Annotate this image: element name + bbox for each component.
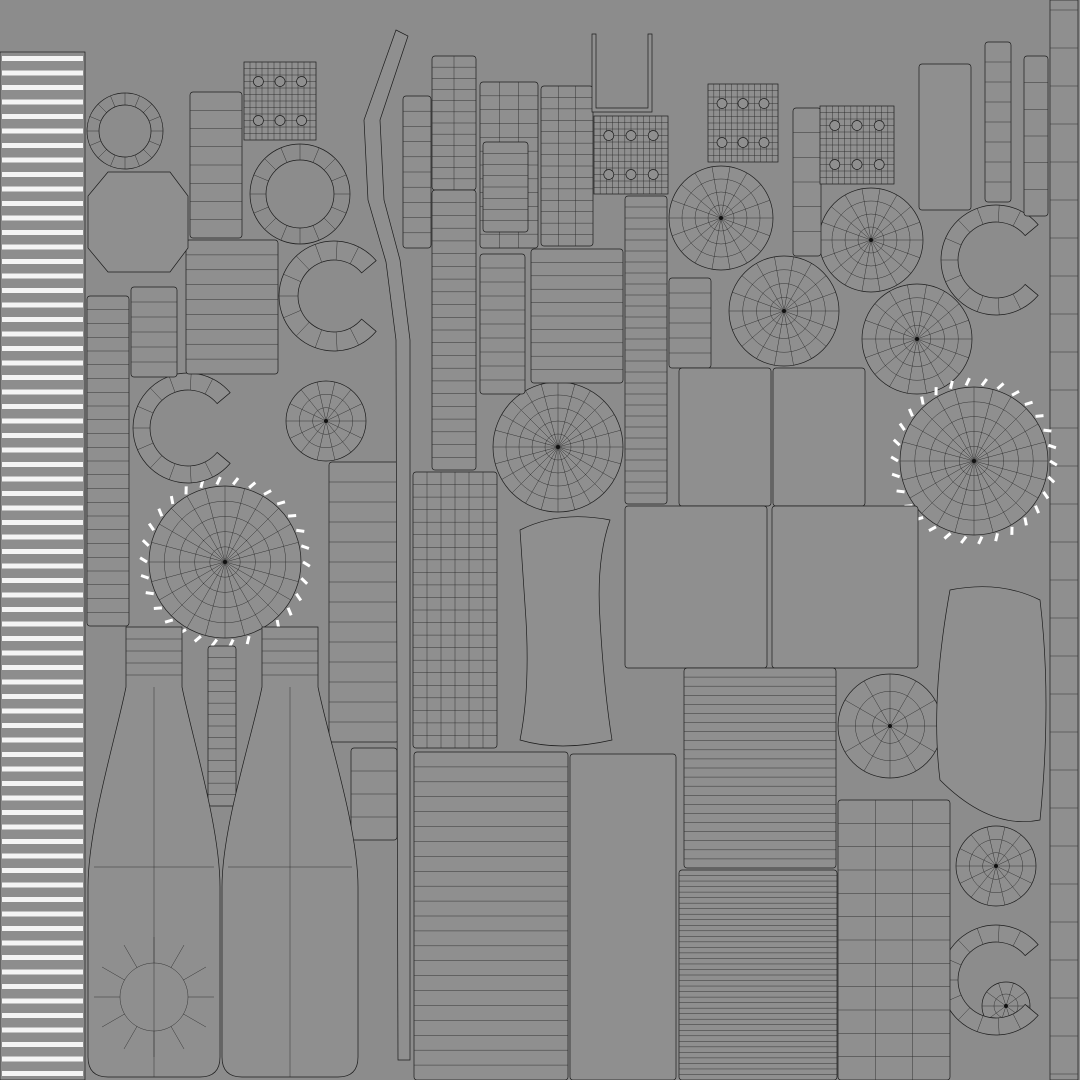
ring-1 bbox=[86, 92, 164, 170]
right-thin-column bbox=[1049, 0, 1079, 1080]
panel-6 bbox=[431, 55, 477, 191]
panel-8 bbox=[482, 141, 529, 233]
c-shape-2 bbox=[132, 372, 231, 484]
c-shape-1 bbox=[278, 240, 377, 352]
panel-4 bbox=[86, 295, 130, 627]
panel-30 bbox=[792, 107, 822, 257]
bottle-2 bbox=[221, 626, 359, 1078]
panel-15 bbox=[678, 367, 772, 507]
rectangular-panel-islands bbox=[86, 41, 1049, 1080]
dense-grid-panel-1 bbox=[243, 61, 317, 141]
panel-13 bbox=[624, 195, 668, 505]
radial-disc-4 bbox=[818, 187, 924, 293]
dense-grid-panel-2 bbox=[593, 115, 669, 195]
foot-island bbox=[936, 586, 1047, 823]
panel-25 bbox=[837, 799, 951, 1080]
radial-disc-6 bbox=[861, 283, 973, 395]
panel-14 bbox=[668, 277, 712, 369]
c-shape-islands bbox=[132, 204, 1039, 1036]
curved-strip-island bbox=[363, 29, 411, 1061]
panel-20 bbox=[412, 471, 498, 749]
radial-disc-3 bbox=[668, 165, 774, 271]
panel-19 bbox=[328, 461, 400, 743]
panel-27 bbox=[984, 41, 1012, 203]
dense-grid-panel-4 bbox=[819, 105, 895, 185]
panel-1 bbox=[189, 91, 243, 239]
radial-disc-5 bbox=[728, 255, 840, 367]
panel-11 bbox=[479, 253, 526, 395]
panel-26 bbox=[918, 63, 972, 211]
panel-28 bbox=[1023, 55, 1049, 217]
panel-22 bbox=[569, 753, 677, 1080]
radial-disc-7 bbox=[890, 377, 1058, 545]
ring-islands bbox=[86, 92, 351, 245]
radial-disc-8 bbox=[285, 380, 367, 462]
panel-29 bbox=[350, 747, 398, 841]
panel-17 bbox=[624, 505, 768, 669]
octagon-island bbox=[87, 171, 189, 273]
panel-10 bbox=[530, 248, 624, 384]
hook-island bbox=[591, 33, 653, 113]
panel-16 bbox=[772, 367, 866, 507]
panel-5 bbox=[402, 95, 432, 249]
radial-disc-2 bbox=[492, 381, 624, 513]
radial-disc-9 bbox=[837, 673, 943, 779]
panel-3 bbox=[130, 286, 178, 378]
panel-2 bbox=[185, 239, 279, 375]
panel-12 bbox=[431, 189, 477, 471]
ring-2 bbox=[249, 143, 351, 245]
hourglass-island bbox=[519, 516, 613, 747]
bottle-islands bbox=[87, 626, 359, 1078]
panel-21 bbox=[413, 751, 569, 1080]
c-shape-3 bbox=[940, 204, 1039, 316]
panel-24 bbox=[678, 869, 838, 1080]
panel-9 bbox=[540, 85, 594, 247]
misc-islands bbox=[87, 29, 1047, 1061]
panel-31 bbox=[207, 645, 237, 807]
dense-grid-panel-3 bbox=[707, 83, 779, 163]
radial-disc-islands bbox=[139, 165, 1058, 1031]
bottle-1 bbox=[87, 626, 221, 1078]
panel-23 bbox=[683, 667, 837, 869]
c-shape-4 bbox=[940, 924, 1039, 1036]
left-striped-strip bbox=[0, 51, 86, 1080]
panel-18 bbox=[771, 505, 919, 669]
radial-disc-1 bbox=[139, 476, 311, 648]
radial-disc-10 bbox=[955, 825, 1037, 907]
